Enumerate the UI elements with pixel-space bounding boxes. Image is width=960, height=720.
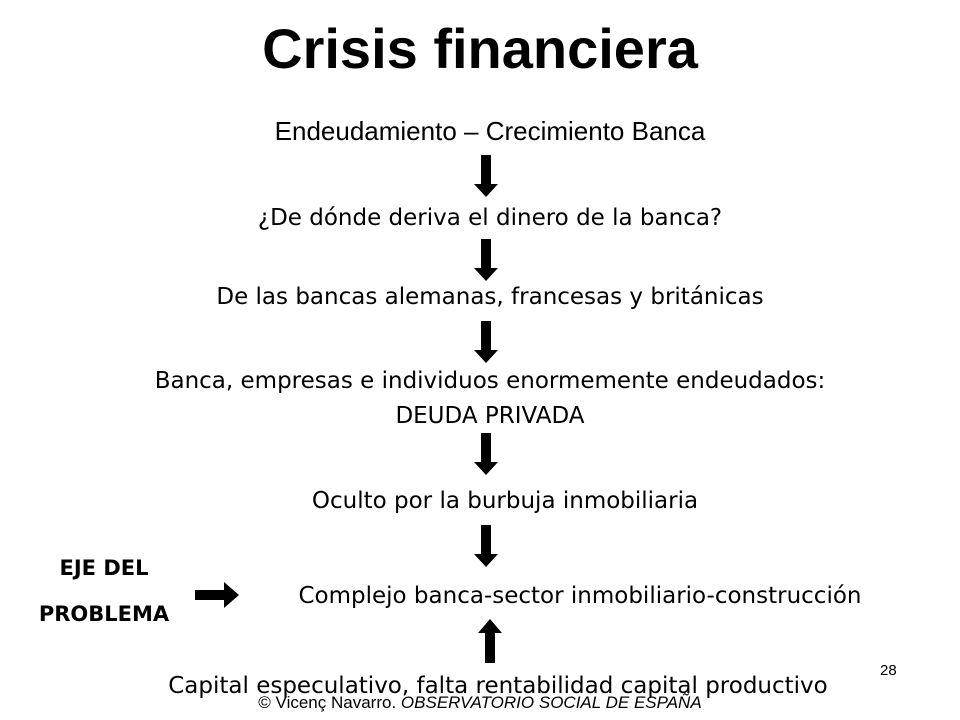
footer-author: © Vicenç Navarro. (258, 693, 397, 712)
arrow-up-icon (478, 619, 502, 663)
step-endeudados: Banca, empresas e individuos enormemente… (154, 368, 826, 394)
page-number: 28 (880, 662, 897, 679)
slide-subtitle: Endeudamiento – Crecimiento Banca (274, 116, 706, 146)
slide-title: Crisis financiera (262, 17, 698, 80)
step-burbuja: Oculto por la burbuja inmobiliaria (311, 488, 699, 514)
side-label-eje: EJE DEL (59, 556, 149, 580)
arrow-down-icon (474, 155, 498, 197)
arrow-down-icon (474, 321, 498, 363)
step-deuda-privada: DEUDA PRIVADA (395, 403, 585, 429)
footer-credit: © Vicenç Navarro. OBSERVATORIO SOCIAL DE… (0, 692, 960, 714)
side-label-problema: PROBLEMA (38, 602, 170, 626)
arrow-down-icon (474, 433, 498, 475)
step-bancas-europeas: De las bancas alemanas, francesas y brit… (216, 284, 764, 310)
arrow-down-icon (474, 239, 498, 281)
step-dinero-banca: ¿De dónde deriva el dinero de la banca? (257, 205, 723, 231)
arrow-right-icon (195, 582, 239, 608)
arrow-down-icon (474, 525, 498, 567)
footer-organization: OBSERVATORIO SOCIAL DE ESPAÑA (400, 693, 702, 712)
step-complejo-banca: Complejo banca-sector inmobiliario-const… (298, 583, 862, 609)
step-capital-especulativo: Capital especulativo, falta rentabilidad… (168, 673, 828, 699)
